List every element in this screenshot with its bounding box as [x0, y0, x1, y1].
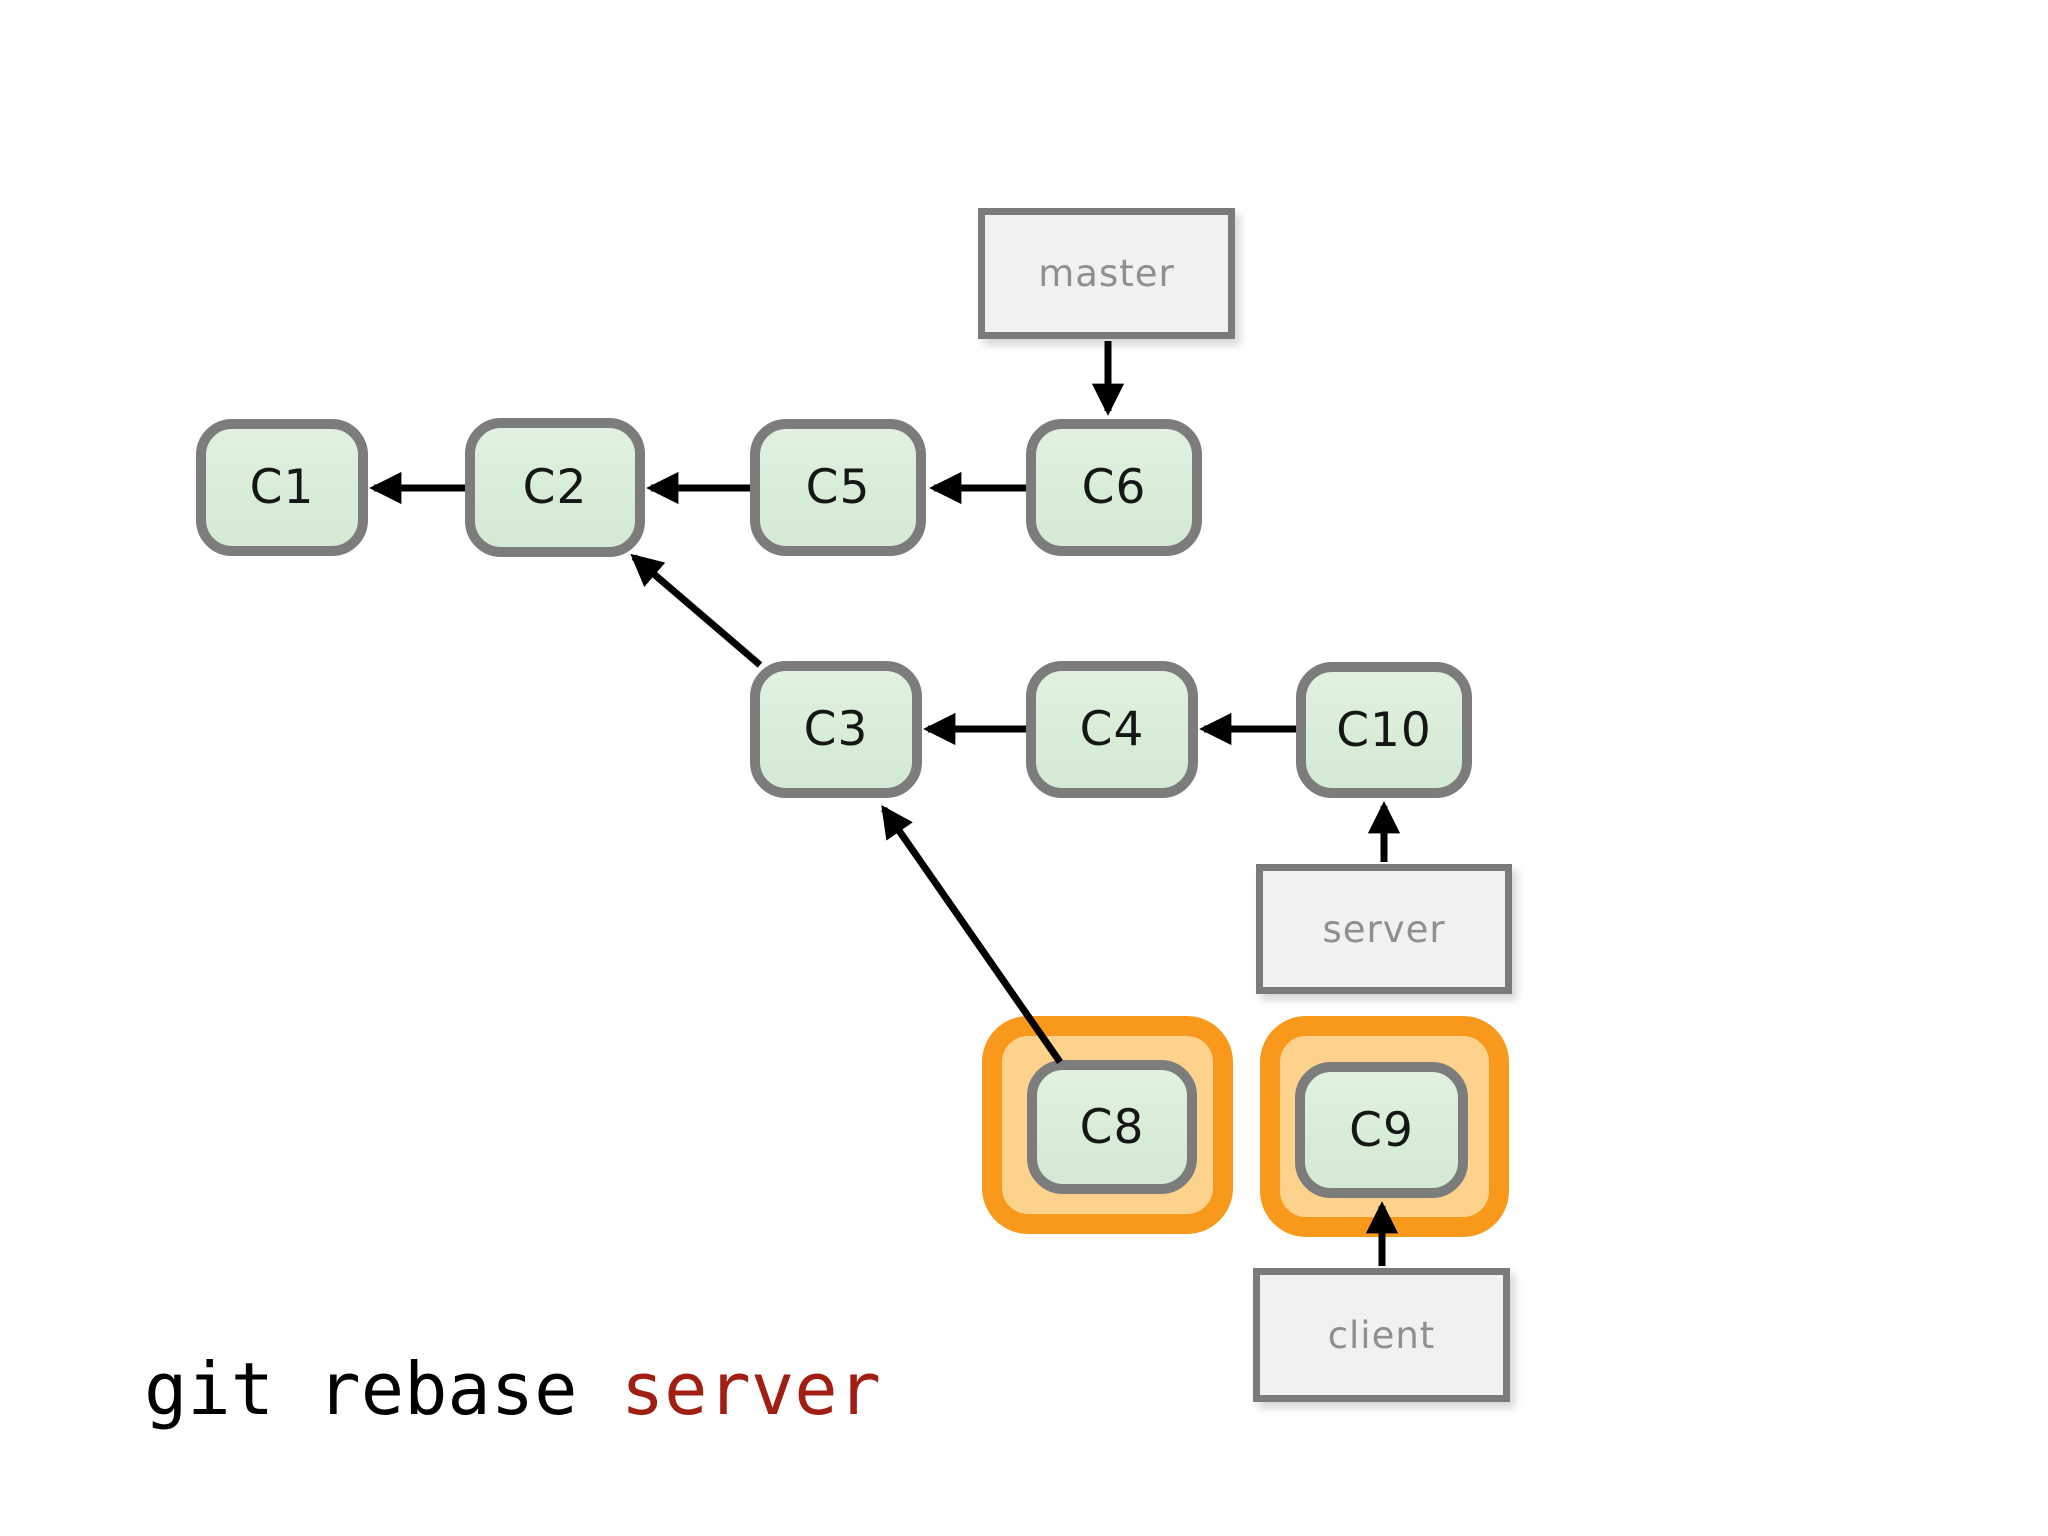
branch-label-master: master — [978, 208, 1235, 339]
commit-node-c1: C1 — [196, 419, 368, 556]
edge-C3-C2 — [630, 553, 763, 668]
commit-label: C8 — [1079, 1099, 1145, 1155]
command-prefix: git rebase — [144, 1347, 621, 1431]
commit-node-c5: C5 — [750, 419, 926, 556]
commit-label: C3 — [803, 702, 869, 757]
commit-label: C9 — [1349, 1102, 1414, 1158]
commit-node-c9: C9 — [1295, 1062, 1468, 1198]
commit-label: C2 — [522, 460, 588, 515]
commit-node-c2: C2 — [465, 418, 645, 557]
branch-label-server-text: server — [1322, 907, 1446, 951]
commit-label: C6 — [1081, 460, 1147, 515]
commit-node-c4: C4 — [1026, 661, 1198, 798]
command-argument: server — [620, 1347, 881, 1431]
branch-label-client: client — [1253, 1268, 1510, 1402]
commit-label: C10 — [1336, 702, 1432, 758]
commit-node-c8: C8 — [1027, 1060, 1197, 1194]
commit-node-c3: C3 — [750, 661, 922, 798]
branch-label-client-text: client — [1327, 1313, 1436, 1357]
commit-node-c10: C10 — [1296, 662, 1472, 798]
commit-label: C4 — [1079, 702, 1145, 757]
branch-label-master-text: master — [1038, 252, 1175, 295]
command-text: git rebase server — [144, 1351, 881, 1428]
branch-label-server: server — [1256, 864, 1512, 994]
commit-label: C1 — [249, 460, 315, 515]
commit-node-c6: C6 — [1026, 419, 1202, 556]
commit-label: C5 — [805, 460, 871, 515]
